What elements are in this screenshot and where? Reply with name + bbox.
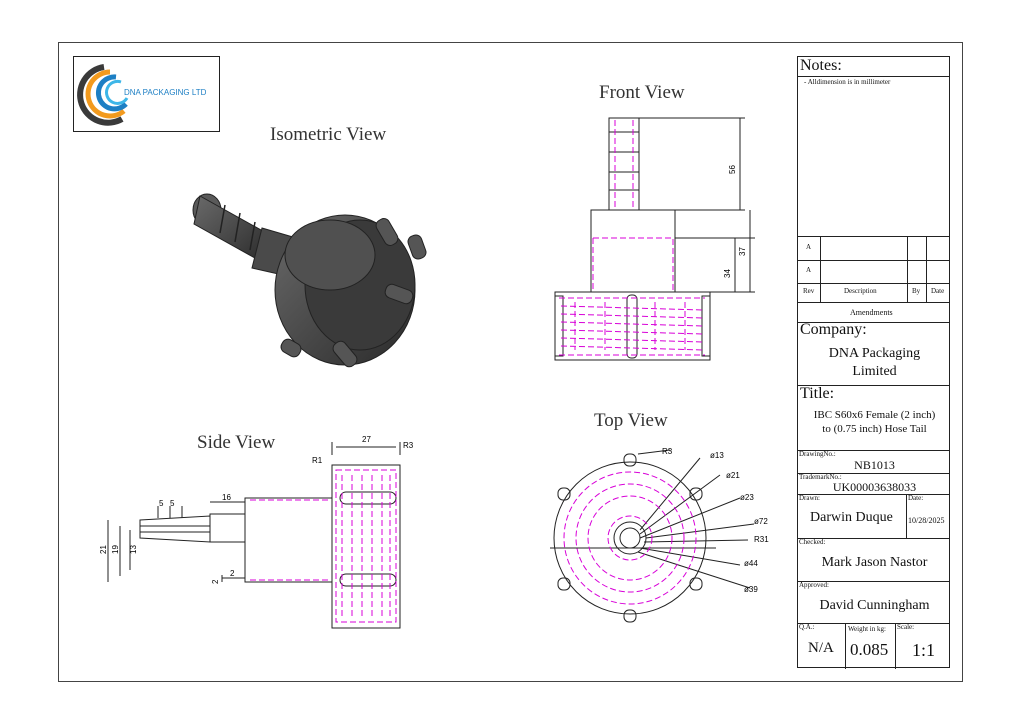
weight-label: Weight in kg: <box>848 625 886 633</box>
drawn-label: Drawn: <box>799 494 820 502</box>
top-dim-d44: ø44 <box>744 559 758 568</box>
amendments-col-rev: Rev <box>803 287 815 295</box>
front-view-title: Front View <box>599 82 685 103</box>
company-logo <box>77 64 129 126</box>
top-dim-r3: R3 <box>662 447 673 456</box>
amendment-rev-1: A <box>806 243 812 251</box>
drawing-no-value: NB1013 <box>854 458 895 472</box>
top-dim-d72: ø72 <box>754 517 768 526</box>
trademark-no-value: UK00003638033 <box>832 480 917 494</box>
front-dim-34: 34 <box>723 269 732 278</box>
approved-label: Approved: <box>799 581 829 589</box>
side-view-drawing: 27 R3 R1 5 5 16 21 19 13 2 2 <box>100 435 414 629</box>
drawing-sheet-border <box>58 42 963 682</box>
drawing-no-label: DrawingNo.: <box>799 450 836 458</box>
title-header: Title: <box>800 385 835 402</box>
side-dim-2b: 2 <box>230 569 235 578</box>
notes-item: - Alldimension is in millimeter <box>804 78 891 86</box>
amendments-col-description: Description <box>844 287 877 295</box>
front-view-drawing: 56 37 34 <box>554 117 755 361</box>
side-dim-5b: 5 <box>170 499 175 508</box>
title-block: Notes: - Alldimension is in millimeter A… <box>797 56 950 669</box>
checked-value: Mark Jason Nastor <box>821 555 928 570</box>
side-dim-27: 27 <box>362 435 371 444</box>
side-dim-r3: R3 <box>403 441 414 450</box>
isometric-view-title: Isometric View <box>270 124 387 145</box>
drawn-value: Darwin Duque <box>810 510 893 525</box>
amendments-title: Amendments <box>850 308 893 317</box>
logo-box: DNA PACKAGING LTD <box>73 56 220 132</box>
top-dim-d13: ø13 <box>710 451 724 460</box>
side-dim-19: 19 <box>111 545 120 554</box>
qa-label: Q.A.: <box>799 623 815 631</box>
side-dim-13: 13 <box>129 545 138 554</box>
top-view-drawing: R3 ø13 ø21 ø23 ø72 R31 ø44 ø39 <box>550 447 769 623</box>
side-dim-21: 21 <box>100 545 108 554</box>
front-dim-56: 56 <box>728 165 737 174</box>
drawn-date: 10/28/2025 <box>908 516 945 525</box>
top-dim-r31: R31 <box>754 535 769 544</box>
scale-value: 1:1 <box>912 640 936 660</box>
scale-label: Scale: <box>897 623 915 631</box>
approved-value: David Cunningham <box>819 598 930 613</box>
amendments-col-by: By <box>912 287 921 295</box>
top-view-title: Top View <box>594 410 668 431</box>
notes-header: Notes: <box>800 57 842 74</box>
side-dim-16: 16 <box>222 493 231 502</box>
company-header: Company: <box>800 321 867 338</box>
isometric-view-drawing <box>192 193 427 368</box>
company-name-line1: DNA Packaging <box>828 346 921 361</box>
company-name-line2: Limited <box>852 364 897 379</box>
qa-value: N/A <box>808 640 834 656</box>
weight-value: 0.085 <box>850 640 889 659</box>
side-dim-r1: R1 <box>312 456 323 465</box>
date-label: Date: <box>908 494 924 502</box>
amendment-rev-2: A <box>806 266 812 274</box>
side-dim-5a: 5 <box>159 499 164 508</box>
top-dim-d39: ø39 <box>744 585 758 594</box>
front-dim-37: 37 <box>738 247 747 256</box>
top-dim-d23: ø23 <box>740 493 754 502</box>
side-view-title: Side View <box>197 432 276 453</box>
side-dim-2a: 2 <box>211 579 220 584</box>
amendments-col-date: Date <box>931 287 945 295</box>
top-dim-d21: ø21 <box>726 471 740 480</box>
title-line2: to (0.75 inch) Hose Tail <box>822 423 927 435</box>
trademark-no-label: TrademarkNo.: <box>799 473 842 481</box>
checked-label: Checked: <box>799 538 826 546</box>
logo-company-text: DNA PACKAGING LTD <box>124 88 207 97</box>
title-line1: IBC S60x6 Female (2 inch) <box>813 409 936 421</box>
